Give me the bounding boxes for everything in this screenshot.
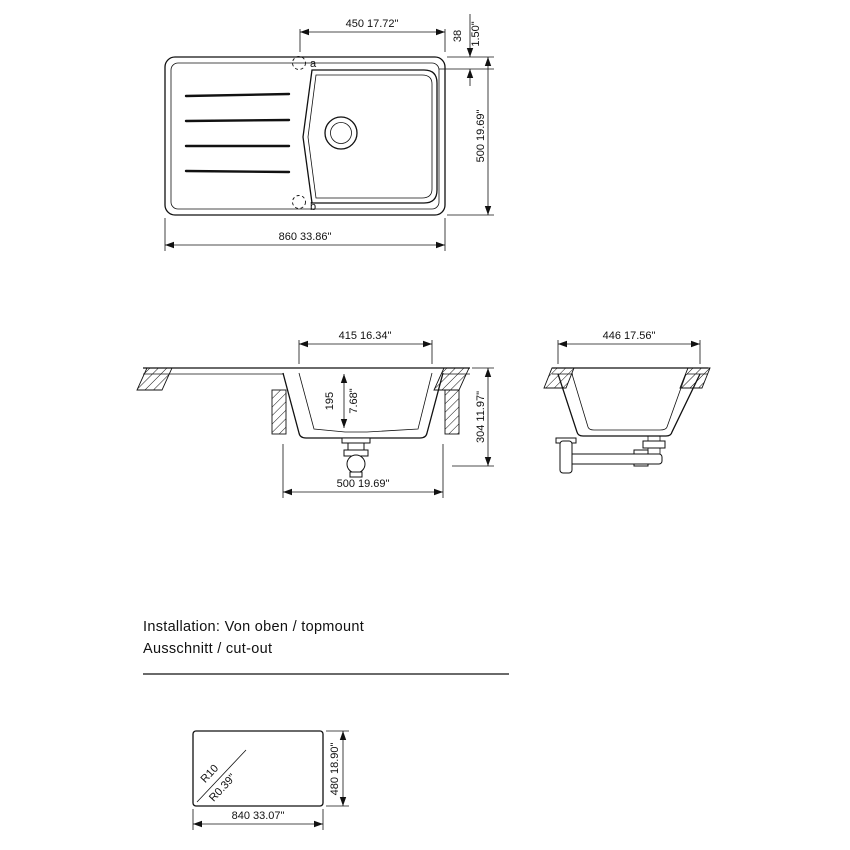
- dim-depth-label: 500 19.69": [475, 109, 487, 162]
- dim-overall-width-label: 860 33.86": [279, 231, 332, 243]
- tap-hole-marker-a: [292, 56, 306, 70]
- dim-basin-depth-in-label: 7.68": [348, 388, 360, 413]
- cutout-edge-right: [444, 389, 460, 435]
- tap-hole-marker-b: [292, 195, 306, 209]
- dim-basin-top-width-label: 415 16.34": [339, 330, 392, 342]
- corner-radius-leader: [196, 749, 247, 803]
- drainboard-grooves: [184, 92, 291, 174]
- bowl-outer-side: [557, 373, 701, 437]
- counter-cut-side-right: [679, 367, 711, 389]
- counter-cut-left: [136, 367, 173, 391]
- drain-assembly: [341, 437, 371, 478]
- bowl-inner-side: [571, 373, 687, 431]
- installation-note-line1: Installation: Von oben / topmount: [143, 619, 364, 635]
- dim-basin-depth-mm-label: 195: [324, 392, 336, 410]
- corner-radius-mm-label: R10: [199, 762, 222, 785]
- cutout-rectangle: [192, 730, 324, 807]
- basin-outline: [302, 69, 438, 204]
- dim-rim-offset-in-label: 1.50": [470, 21, 482, 46]
- basin-inner-line: [307, 74, 433, 199]
- cutout-view: R10 R0.39" 480 18.90" 840 33.07": [192, 730, 349, 830]
- cutout-width-label: 840 33.07": [232, 810, 285, 822]
- drain-inner-circle: [330, 122, 352, 144]
- tap-hole-b-label: b: [310, 201, 316, 213]
- sink-rim-inner-line: [170, 62, 440, 210]
- sink-outer-outline: [164, 56, 446, 216]
- front-section-view: 415 16.34" 195 7.68" 304 11.97" 500 19.6…: [136, 330, 494, 498]
- top-view: a b 450 17.72" 38 1.50" 500 19.69" 860 3…: [164, 14, 494, 251]
- installation-notes: Installation: Von oben / topmount Aussch…: [143, 619, 509, 675]
- dim-basin-outer-width-label: 500 19.69": [337, 478, 390, 490]
- dim-outer-depth-label: 446 17.56": [603, 330, 656, 342]
- cutout-edge-left: [271, 389, 287, 435]
- dim-rim-offset-mm-label: 38: [452, 30, 464, 42]
- drain-outer-circle: [324, 116, 358, 150]
- bowl-outer-section: [282, 372, 444, 439]
- trap-piping: [555, 436, 666, 474]
- side-section-view: 446 17.56": [543, 330, 711, 474]
- installation-note-line2: Ausschnitt / cut-out: [143, 641, 272, 657]
- tap-hole-a-label: a: [310, 58, 317, 70]
- bowl-inner-section: [298, 372, 433, 433]
- dim-basin-width-label: 450 17.72": [346, 18, 399, 30]
- cutout-height-label: 480 18.90": [329, 742, 341, 795]
- dim-overall-height-label: 304 11.97": [475, 391, 487, 443]
